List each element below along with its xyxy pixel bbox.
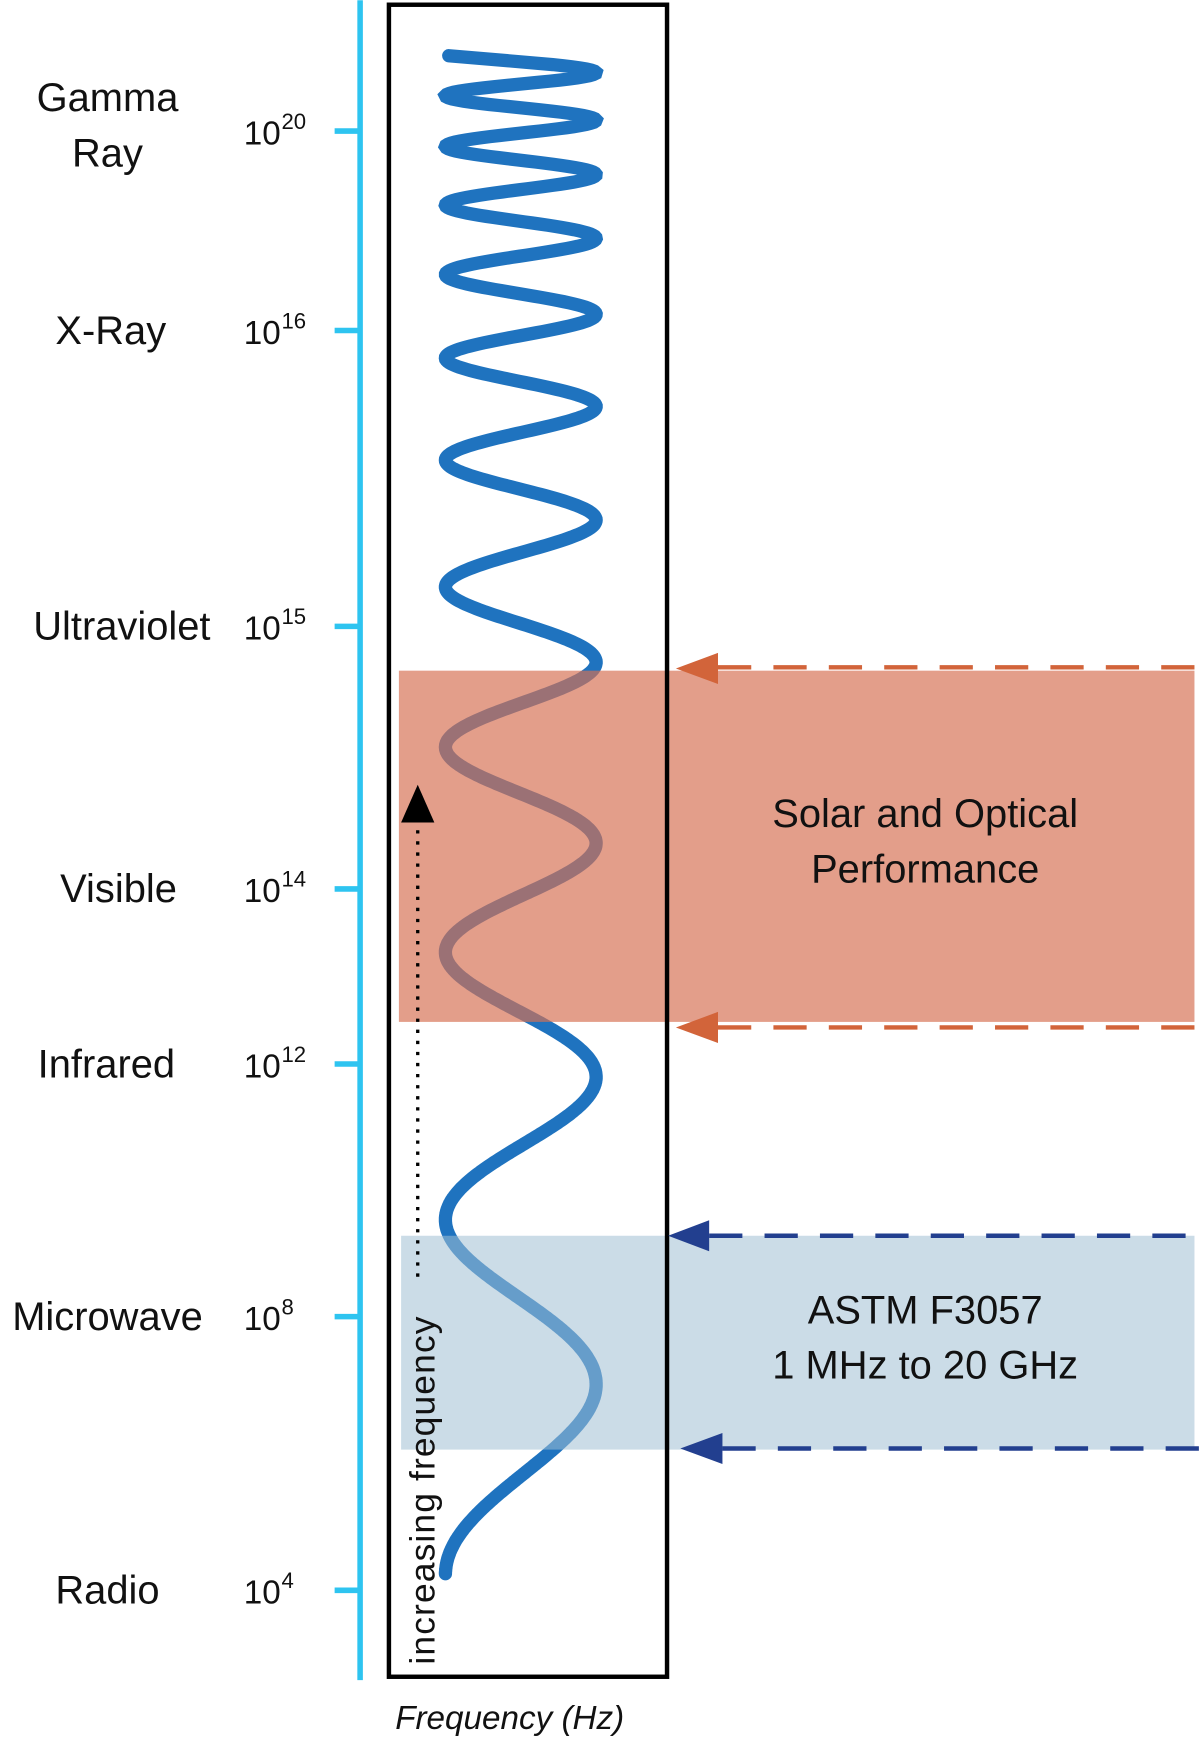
band-label: X-Ray <box>55 309 166 353</box>
band-label: Ray <box>72 132 143 176</box>
increasing-frequency-label: increasing frequency <box>402 1315 442 1664</box>
tick-base: 10 <box>244 1575 281 1612</box>
tick-base: 10 <box>244 611 281 648</box>
tick-base: 10 <box>244 115 281 152</box>
band-label: Gamma <box>37 76 180 120</box>
tick-base: 10 <box>244 1301 281 1338</box>
band-label: Radio <box>55 1569 159 1613</box>
tick-exponent: 16 <box>281 308 306 333</box>
solar-upper-arrow <box>675 652 1200 684</box>
tick-exponent: 15 <box>281 604 306 629</box>
astm-lower-arrow <box>680 1432 1200 1465</box>
solar-optical-band <box>398 670 1195 1022</box>
solar-label-line1: Solar and Optical <box>772 792 1078 836</box>
astm-label-line1: ASTM F3057 <box>808 1288 1043 1332</box>
tick-exponent: 20 <box>281 109 306 134</box>
solar-lower-arrow <box>675 1011 1200 1043</box>
tick-base: 10 <box>244 1048 281 1085</box>
astm-band <box>401 1235 1195 1450</box>
band-label: Visible <box>60 867 177 911</box>
tick-base: 10 <box>244 873 281 910</box>
tick-exponent: 12 <box>281 1042 306 1067</box>
astm-label-line2: 1 MHz to 20 GHz <box>772 1344 1078 1388</box>
frequency-box <box>386 2 670 1679</box>
tick-exponent: 14 <box>281 867 306 892</box>
tick-base: 10 <box>244 315 281 352</box>
solar-label-line2: Performance <box>811 847 1039 891</box>
tick-exponent: 8 <box>281 1294 293 1319</box>
tick-exponent: 4 <box>281 1568 293 1593</box>
band-label: Microwave <box>12 1295 203 1339</box>
band-label: Ultraviolet <box>33 605 210 649</box>
arrow-head-icon <box>401 784 435 823</box>
band-label: Infrared <box>38 1042 175 1086</box>
axis-title: Frequency (Hz) <box>395 1700 624 1737</box>
astm-upper-arrow <box>668 1220 1200 1252</box>
